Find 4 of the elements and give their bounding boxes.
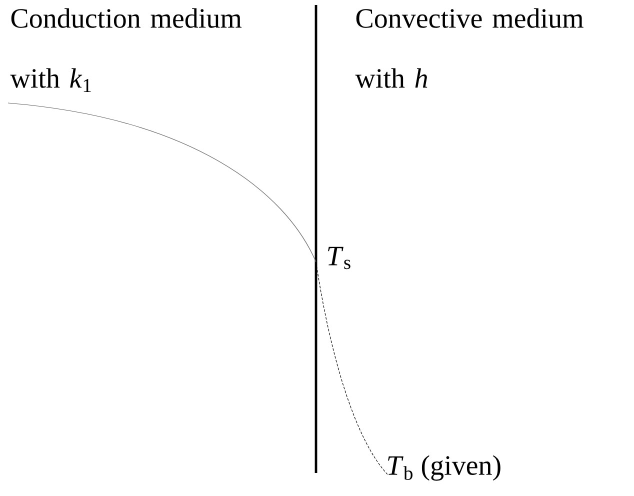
temperature-label: T$_{s}$ bbox=[328, 246, 350, 270]
medium-label: Conduction medium with k$_{1}$ bbox=[10, 8, 242, 92]
medium-label: Convective medium with h bbox=[355, 8, 584, 88]
temperature-label: T$_{b}$ (given) bbox=[388, 455, 500, 481]
